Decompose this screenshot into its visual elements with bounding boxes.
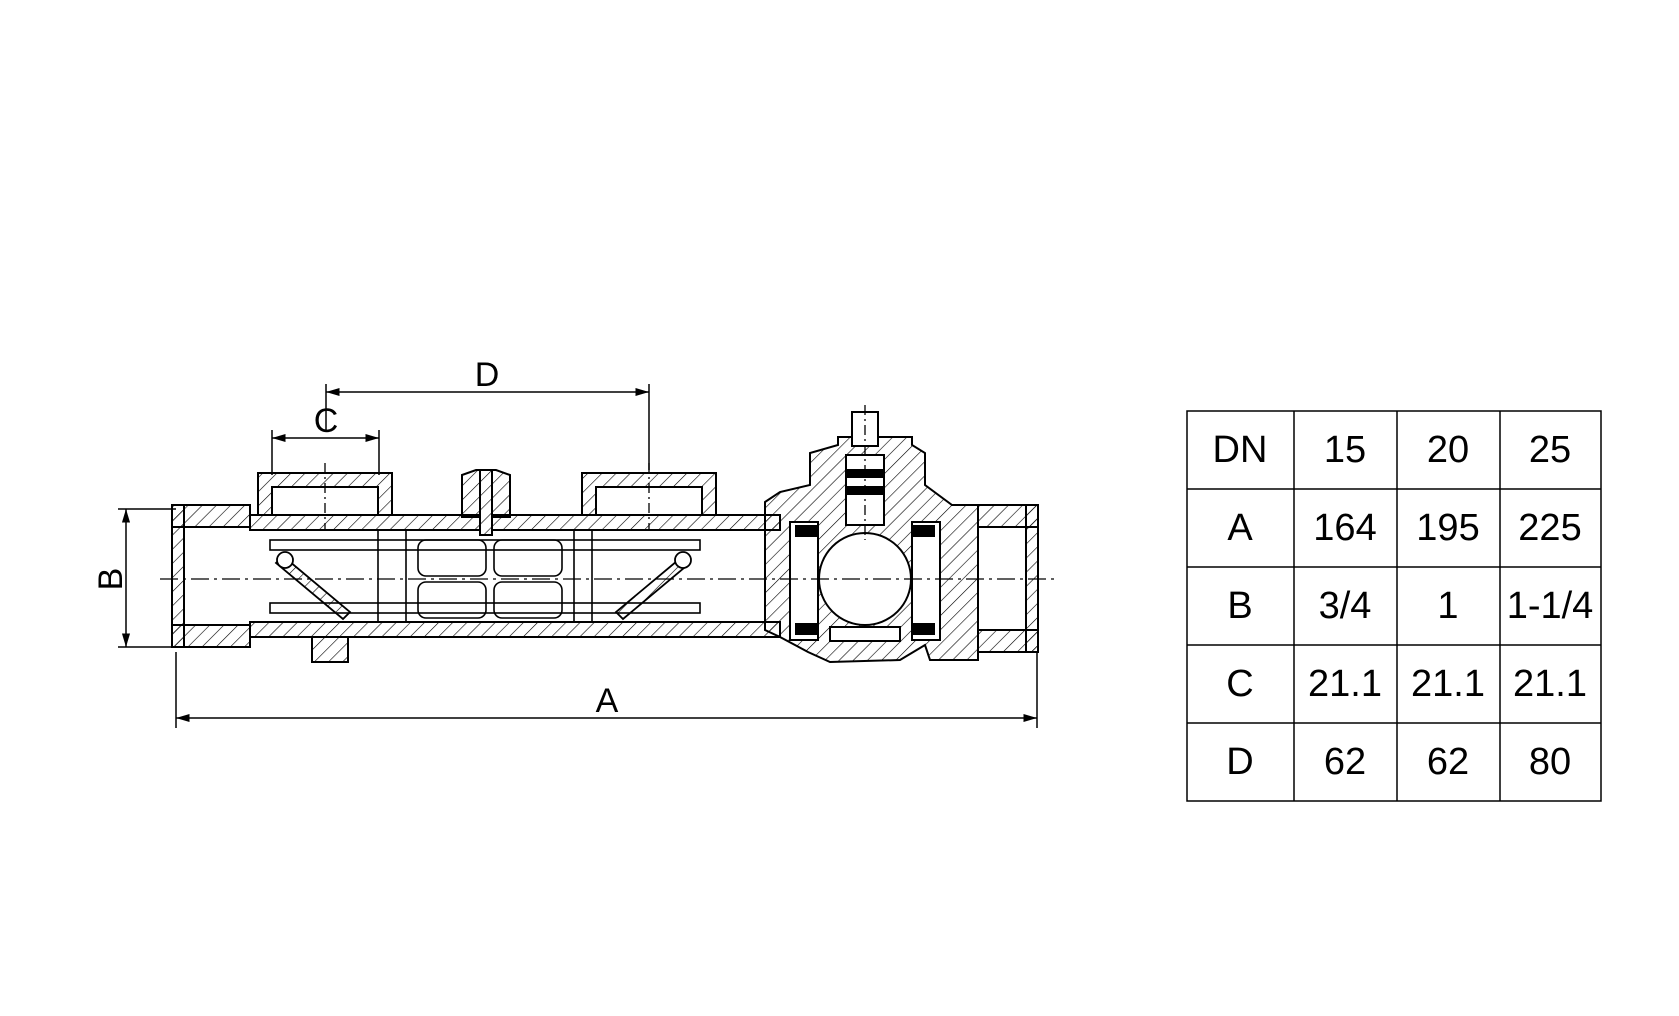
table-grid — [1186, 410, 1602, 802]
table-row: B 3/4 1 1-1/4 — [1227, 585, 1593, 627]
table-cell: D — [1226, 741, 1253, 783]
test-lever-left — [274, 551, 352, 621]
table-cell: C — [1226, 663, 1253, 705]
table-row: D 62 62 80 — [1226, 741, 1571, 783]
table-cell: 62 — [1427, 741, 1469, 783]
table-cell: 62 — [1324, 741, 1366, 783]
ball-valve — [764, 405, 979, 664]
table-header-cell: 25 — [1529, 429, 1571, 471]
table-cell: 21.1 — [1411, 663, 1485, 705]
size-table: DN 15 20 25 A 164 195 225 B 3/4 1 1-1/4 … — [1186, 410, 1602, 802]
dimension-label-b: B — [92, 568, 130, 591]
table-header-row: DN 15 20 25 — [1213, 429, 1572, 471]
table-cell: 195 — [1416, 507, 1479, 549]
dimension-label-d: D — [475, 356, 500, 394]
table-cell: A — [1227, 507, 1253, 549]
table-header-cell: 20 — [1427, 429, 1469, 471]
table-cell: 3/4 — [1319, 585, 1372, 627]
left-end-connection — [171, 504, 251, 648]
vent-plug — [461, 469, 511, 536]
table-row: C 21.1 21.1 21.1 — [1226, 663, 1587, 705]
table-header-cell: 15 — [1324, 429, 1366, 471]
table-cell: 164 — [1313, 507, 1376, 549]
table-cell: 21.1 — [1308, 663, 1382, 705]
test-lever-right — [614, 551, 692, 621]
test-port-right — [581, 463, 717, 530]
dimension-c — [271, 430, 380, 475]
check-cartridge — [269, 530, 701, 622]
valve-body — [249, 514, 781, 663]
table-cell: B — [1227, 585, 1252, 627]
dimension-d — [325, 384, 650, 470]
valve-cross-section — [160, 405, 1058, 664]
table-header-cell: DN — [1213, 429, 1268, 471]
table-cell: 1-1/4 — [1507, 585, 1594, 627]
table-cell: 225 — [1518, 507, 1581, 549]
dimension-a — [175, 652, 1038, 728]
dimension-label-a: A — [596, 682, 619, 720]
table-cell: 80 — [1529, 741, 1571, 783]
test-port-left — [257, 463, 393, 530]
table-row: A 164 195 225 — [1227, 507, 1581, 549]
table-cell: 1 — [1437, 585, 1458, 627]
dimension-b — [118, 508, 176, 648]
table-cell: 21.1 — [1513, 663, 1587, 705]
